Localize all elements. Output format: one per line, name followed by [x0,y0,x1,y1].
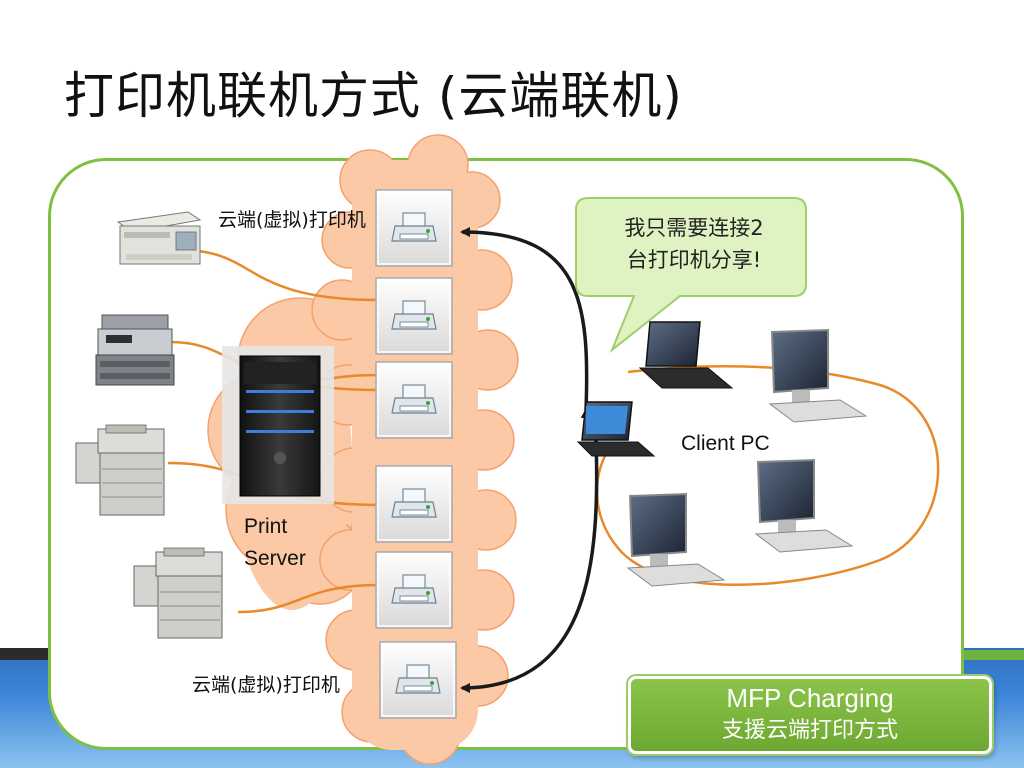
bottom-band-green-accent [958,650,1024,660]
print-server-label: Print Server [244,511,306,575]
mfp-box-line-2: 支援云端打印方式 [721,718,898,743]
laser-printer [116,211,202,265]
multifunction-printer [95,314,175,386]
arrow-to-top-printer [460,227,591,419]
cable-printer-4 [237,583,381,614]
laptop-2 [638,321,734,389]
virtual-printer-tile-5 [375,551,453,629]
arrow-to-bottom-printer [460,431,601,693]
virtual-printer-tile-3 [375,361,453,439]
copier-2 [133,547,223,639]
bottom-band-dark-accent [0,648,60,660]
laptop-main [576,401,656,457]
virtual-printer-tile-6 [379,641,457,719]
slide-title: 打印机联机方式 (云端联机) [64,67,683,125]
desktop-pc-1 [768,328,868,423]
callout-line-1: 我只需要连接2 [624,216,764,240]
virtual-printer-tile-4 [375,465,453,543]
callout-line-2: 台打印机分享! [626,248,762,272]
virtual-printer-label-bottom: 云端(虚拟)打印机 [192,674,340,696]
callout-text: 我只需要连接2 台打印机分享! [586,212,802,276]
desktop-pc-2 [754,458,854,553]
copier [75,424,165,516]
print-server-label-line1: Print [244,515,288,538]
desktop-pc-3 [626,492,726,587]
print-server-label-line2: Server [244,547,306,570]
mfp-charging-box: MFP Charging 支援云端打印方式 [628,676,992,754]
client-connection-arrows [460,227,601,693]
virtual-printer-tile-1 [375,189,453,267]
print-server-tower [222,346,334,504]
virtual-printer-tile-2 [375,277,453,355]
client-pc-label: Client PC [681,432,770,455]
mfp-box-line-1: MFP Charging [726,683,894,713]
speech-callout [575,197,807,354]
cable-printer-1 [179,248,381,302]
virtual-printer-label-top: 云端(虚拟)打印机 [218,209,366,231]
